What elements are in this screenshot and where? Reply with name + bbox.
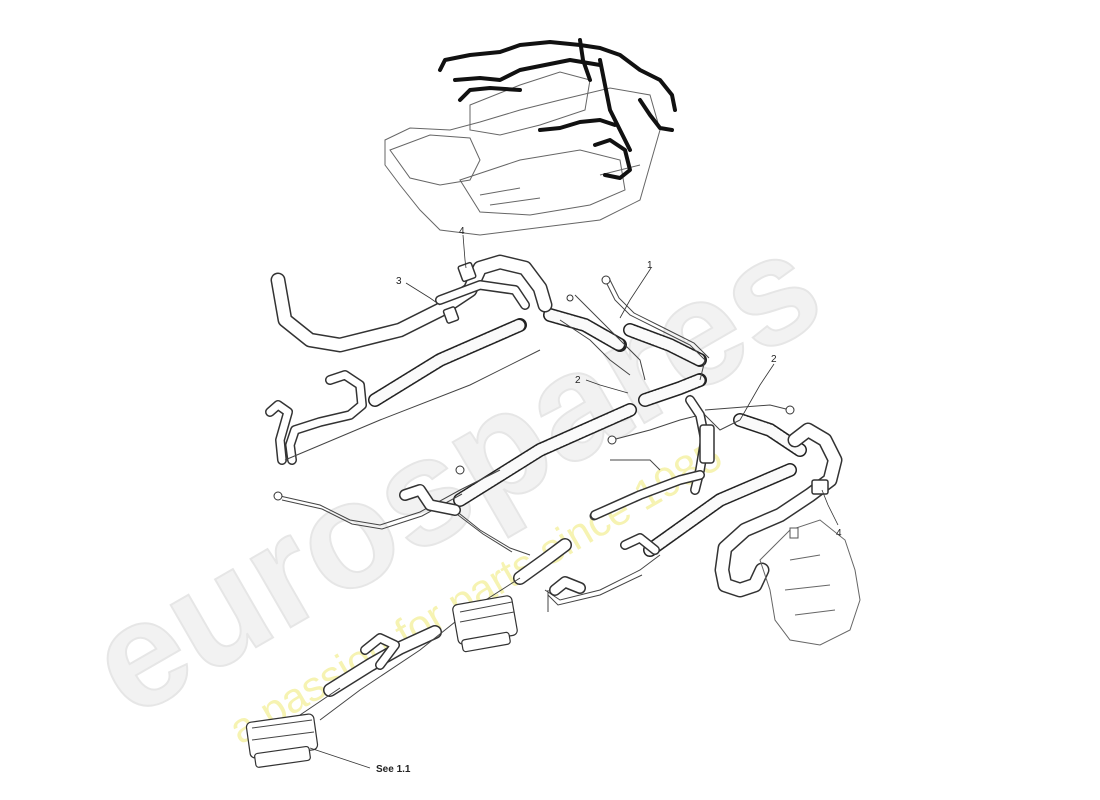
left-ribbed-hose [368, 308, 707, 407]
left-small-hoses [265, 349, 541, 465]
callout-label: 3 [396, 276, 402, 287]
callout-label: 2 [575, 375, 581, 386]
centre-ribbed-hose [453, 373, 707, 507]
callout-labels: 1 2 2 3 4 4 See 1.1 [376, 226, 842, 775]
engine-lower-illustration [759, 519, 861, 646]
canister-lower [245, 713, 319, 768]
centre-connectors [399, 395, 715, 520]
callout-label: 4 [459, 226, 465, 237]
engine-top-illustration [384, 38, 677, 236]
metal-lines [273, 275, 795, 556]
callout-label: 2 [771, 354, 777, 365]
watermark: eurospares a passion for parts since 198… [61, 197, 847, 753]
lower-pipes [299, 533, 660, 721]
see-reference-label: See 1.1 [376, 764, 411, 775]
top-left-pipe [270, 254, 553, 353]
right-pipe [544, 422, 843, 612]
leader-lines [309, 234, 839, 769]
callout-label: 1 [647, 260, 653, 271]
canister-upper [452, 595, 518, 653]
callout-label: 4 [836, 528, 842, 539]
